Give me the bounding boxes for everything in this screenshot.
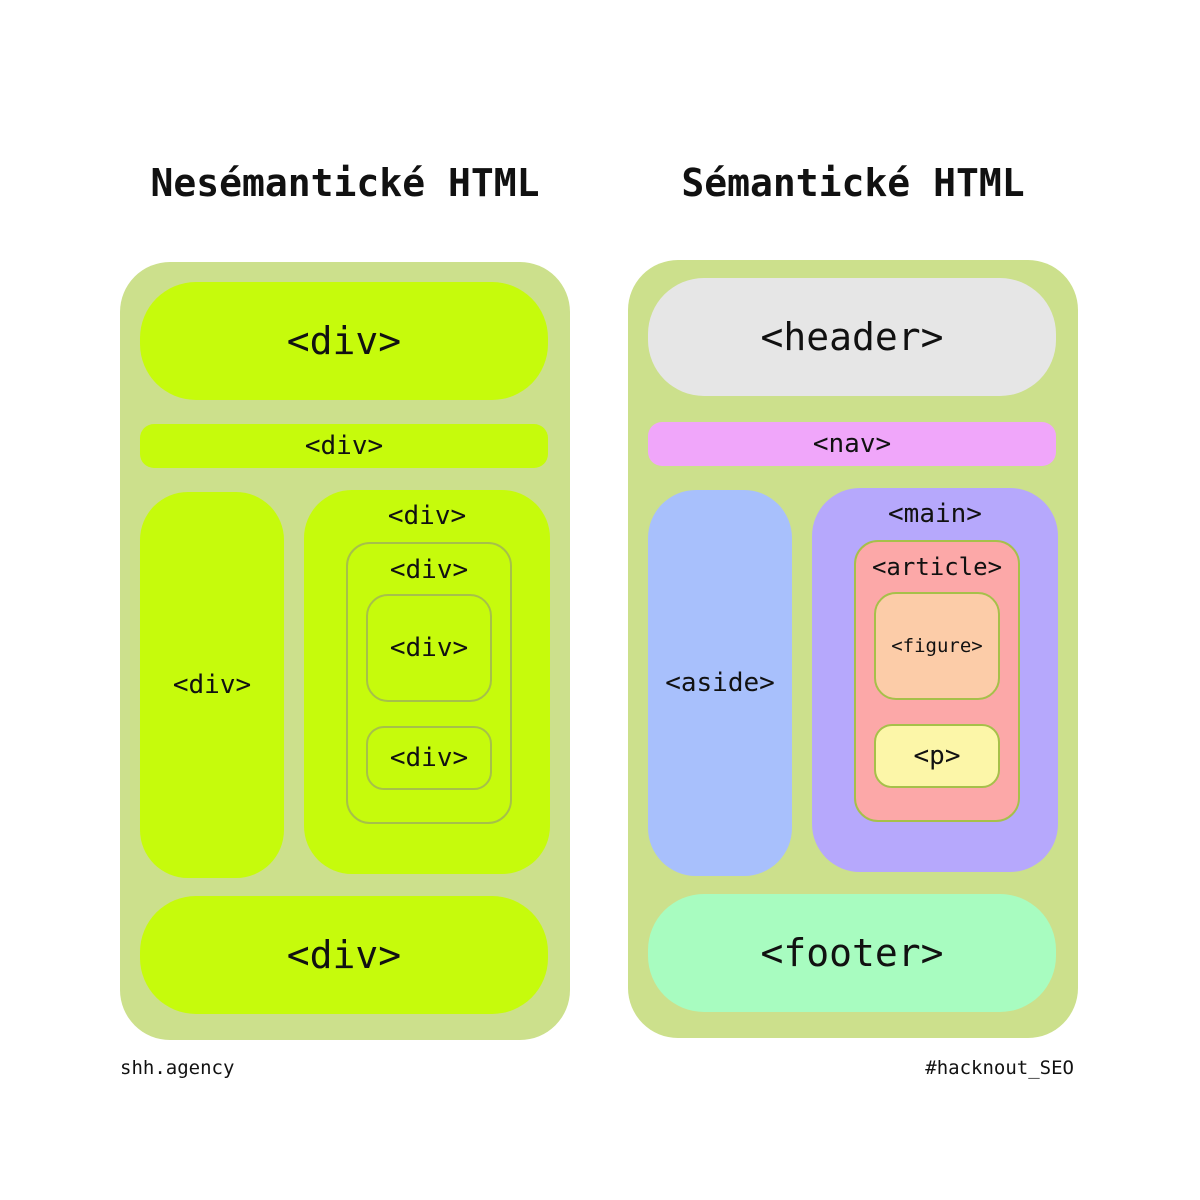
inner-div-block: <div> <div> <div> <box>346 542 512 824</box>
bar-div-label: <div> <box>304 431 384 461</box>
credit-hashtag: #hacknout_SEO <box>925 1057 1074 1079</box>
nav-label: <nav> <box>812 429 892 459</box>
credit-agency: shh.agency <box>120 1057 235 1079</box>
bottom-div-block: <div> <box>140 896 548 1014</box>
title-semantic: Sémantické HTML <box>681 161 1025 205</box>
nav-block: <nav> <box>648 422 1056 466</box>
article-block: <article> <figure> <p> <box>854 540 1020 822</box>
aside-block: <aside> <box>648 490 792 876</box>
header-label: <header> <box>760 315 944 359</box>
main-label: <main> <box>888 499 982 529</box>
title-non-semantic: Nesémantické HTML <box>150 161 540 205</box>
inner-small-div: <div> <box>366 726 492 790</box>
semantic-panel: <header> <nav> <aside> <main> <article> … <box>628 260 1078 1038</box>
inner-block-div: <div> <box>366 594 492 702</box>
inner-small-div-label: <div> <box>389 743 469 773</box>
figure-block: <figure> <box>874 592 1000 700</box>
footer-label: <footer> <box>760 931 944 975</box>
p-label: <p> <box>913 741 961 771</box>
main-block: <main> <article> <figure> <p> <box>812 488 1058 872</box>
header-block: <header> <box>648 278 1056 396</box>
bar-div-block: <div> <box>140 424 548 468</box>
article-label: <article> <box>871 553 1003 581</box>
non-semantic-panel: <div> <div> <div> <div> <div> <div> <div… <box>120 262 570 1040</box>
side-div-label: <div> <box>172 670 252 700</box>
top-div-label: <div> <box>286 319 402 363</box>
content-div-block: <div> <div> <div> <div> <box>304 490 550 874</box>
inner-div-label: <div> <box>389 555 469 585</box>
content-div-label: <div> <box>387 501 467 531</box>
figure-label: <figure> <box>891 635 983 657</box>
inner-block-div-label: <div> <box>389 633 469 663</box>
aside-label: <aside> <box>665 668 775 698</box>
p-block: <p> <box>874 724 1000 788</box>
side-div-block: <div> <box>140 492 284 878</box>
bottom-div-label: <div> <box>286 933 402 977</box>
top-div-block: <div> <box>140 282 548 400</box>
footer-block: <footer> <box>648 894 1056 1012</box>
